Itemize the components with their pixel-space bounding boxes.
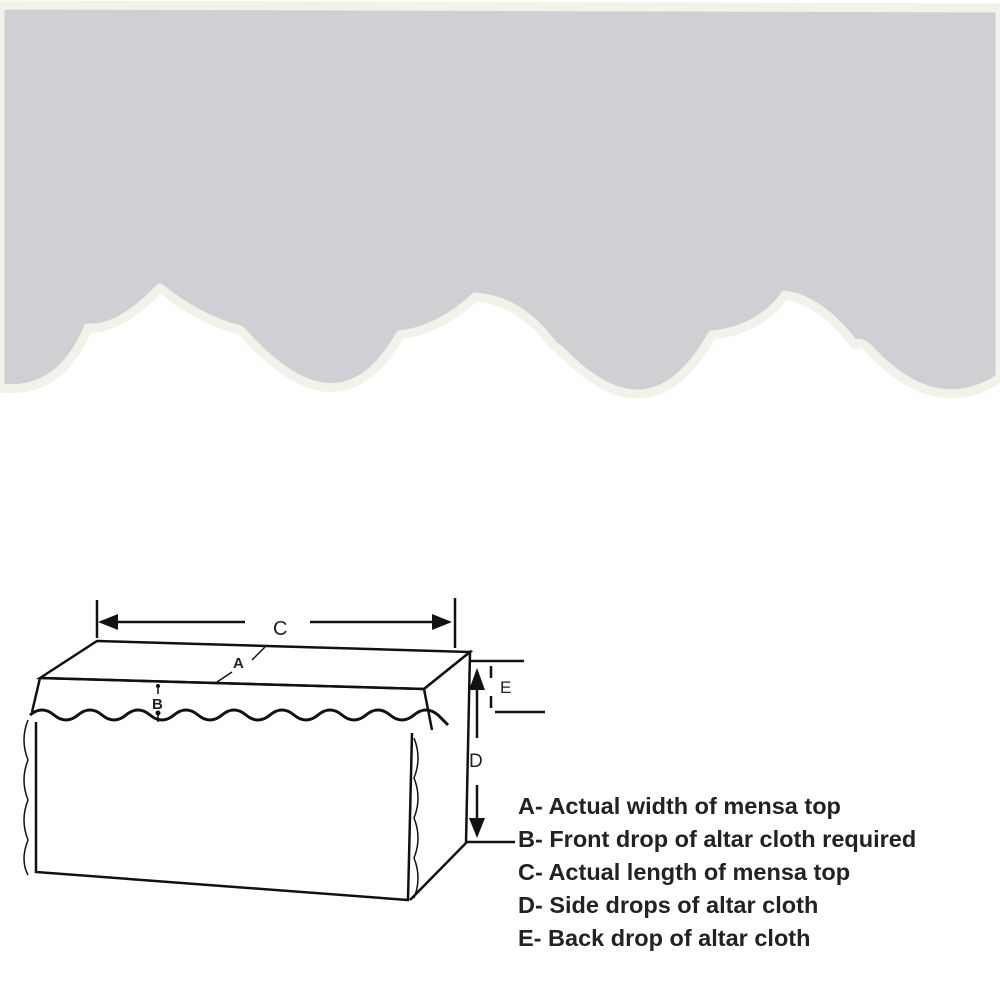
legend-item-d: D- Side drops of altar cloth (518, 892, 819, 918)
label-e: E (500, 678, 511, 697)
right-scallops (413, 737, 419, 899)
arrowheads (98, 614, 485, 838)
table-top (35, 639, 474, 691)
front-top-edge (39, 676, 425, 691)
scalloped-cloth (0, 0, 1000, 399)
legend-item-e: E- Back drop of altar cloth (518, 925, 811, 951)
legend-item-c: C- Actual length of mensa top (518, 859, 851, 885)
front-drop-scallops (29, 708, 450, 727)
label-b: B (152, 696, 163, 713)
mensa-diagram (23, 598, 545, 902)
label-c: C (273, 618, 287, 640)
table-front (34, 722, 414, 902)
legend-item-a: A- Actual width of mensa top (518, 793, 841, 819)
left-scallops (23, 719, 29, 876)
table-side (409, 649, 472, 901)
a-arrow (216, 646, 266, 683)
legend-item-b: B- Front drop of altar cloth required (518, 826, 917, 852)
label-a: A (233, 655, 244, 672)
legend: A- Actual width of mensa top B- Front dr… (518, 790, 916, 955)
label-d: D (469, 751, 483, 772)
